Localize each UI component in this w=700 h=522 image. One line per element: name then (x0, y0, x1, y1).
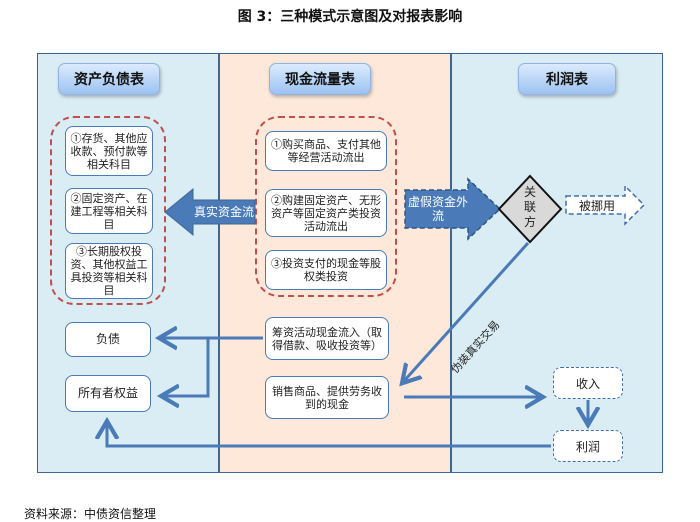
disguised-trade-connector (404, 241, 530, 381)
operating-outflow-box: ①购买商品、支付其他等经营活动流出 (265, 131, 387, 171)
fixed-assets-item-box: ②固定资产、在建工程等相关科目 (65, 188, 153, 234)
sales-cash-box: 销售商品、提供劳务收到的现金 (265, 376, 389, 419)
related-party-diamond (497, 174, 563, 244)
fake-cash-outflow-label: 虚假资金外流 (407, 195, 468, 223)
balance-sheet-header: 资产负债表 (58, 63, 160, 95)
financing-to-equity-connector (164, 338, 210, 396)
balance-sheet-group (50, 116, 166, 305)
real-cash-flow-arrow (164, 187, 256, 237)
misappropriated-arrow (565, 184, 646, 226)
source-note: 资料来源：中债资信整理 (24, 507, 157, 521)
profit-to-equity-connector (107, 424, 551, 448)
liability-box: 负债 (65, 322, 151, 357)
inventory-item-box: ①存货、其他应收款、预付款等相关科目 (65, 126, 153, 176)
income-statement-panel (451, 53, 663, 473)
income-statement-header: 利润表 (518, 63, 616, 95)
fake-cash-outflow-arrow (404, 177, 502, 241)
cash-flow-group (255, 116, 397, 297)
equity-investment-item-box: ③长期股权投资、其他权益工具投资等相关科目 (65, 243, 153, 299)
financing-inflow-box: 筹资活动现金流入（取得借款、吸收投资等） (265, 317, 389, 360)
equity-investment-outflow-box: ③投资支付的现金等股权类投资 (265, 250, 387, 290)
real-cash-flow-label: 真实资金流 (193, 205, 254, 219)
profit-box: 利润 (553, 430, 623, 462)
misappropriated-label: 被挪用 (578, 198, 615, 213)
related-party-label: 关联方 (523, 185, 536, 229)
owners-equity-box: 所有者权益 (65, 375, 151, 412)
revenue-box: 收入 (553, 367, 623, 399)
figure-title: 图 3：三种模式示意图及对报表影响 (237, 9, 463, 25)
cash-flow-header: 现金流量表 (269, 63, 371, 95)
investing-outflow-box: ②购建固定资产、无形资产等固定资产类投资活动流出 (265, 189, 387, 237)
